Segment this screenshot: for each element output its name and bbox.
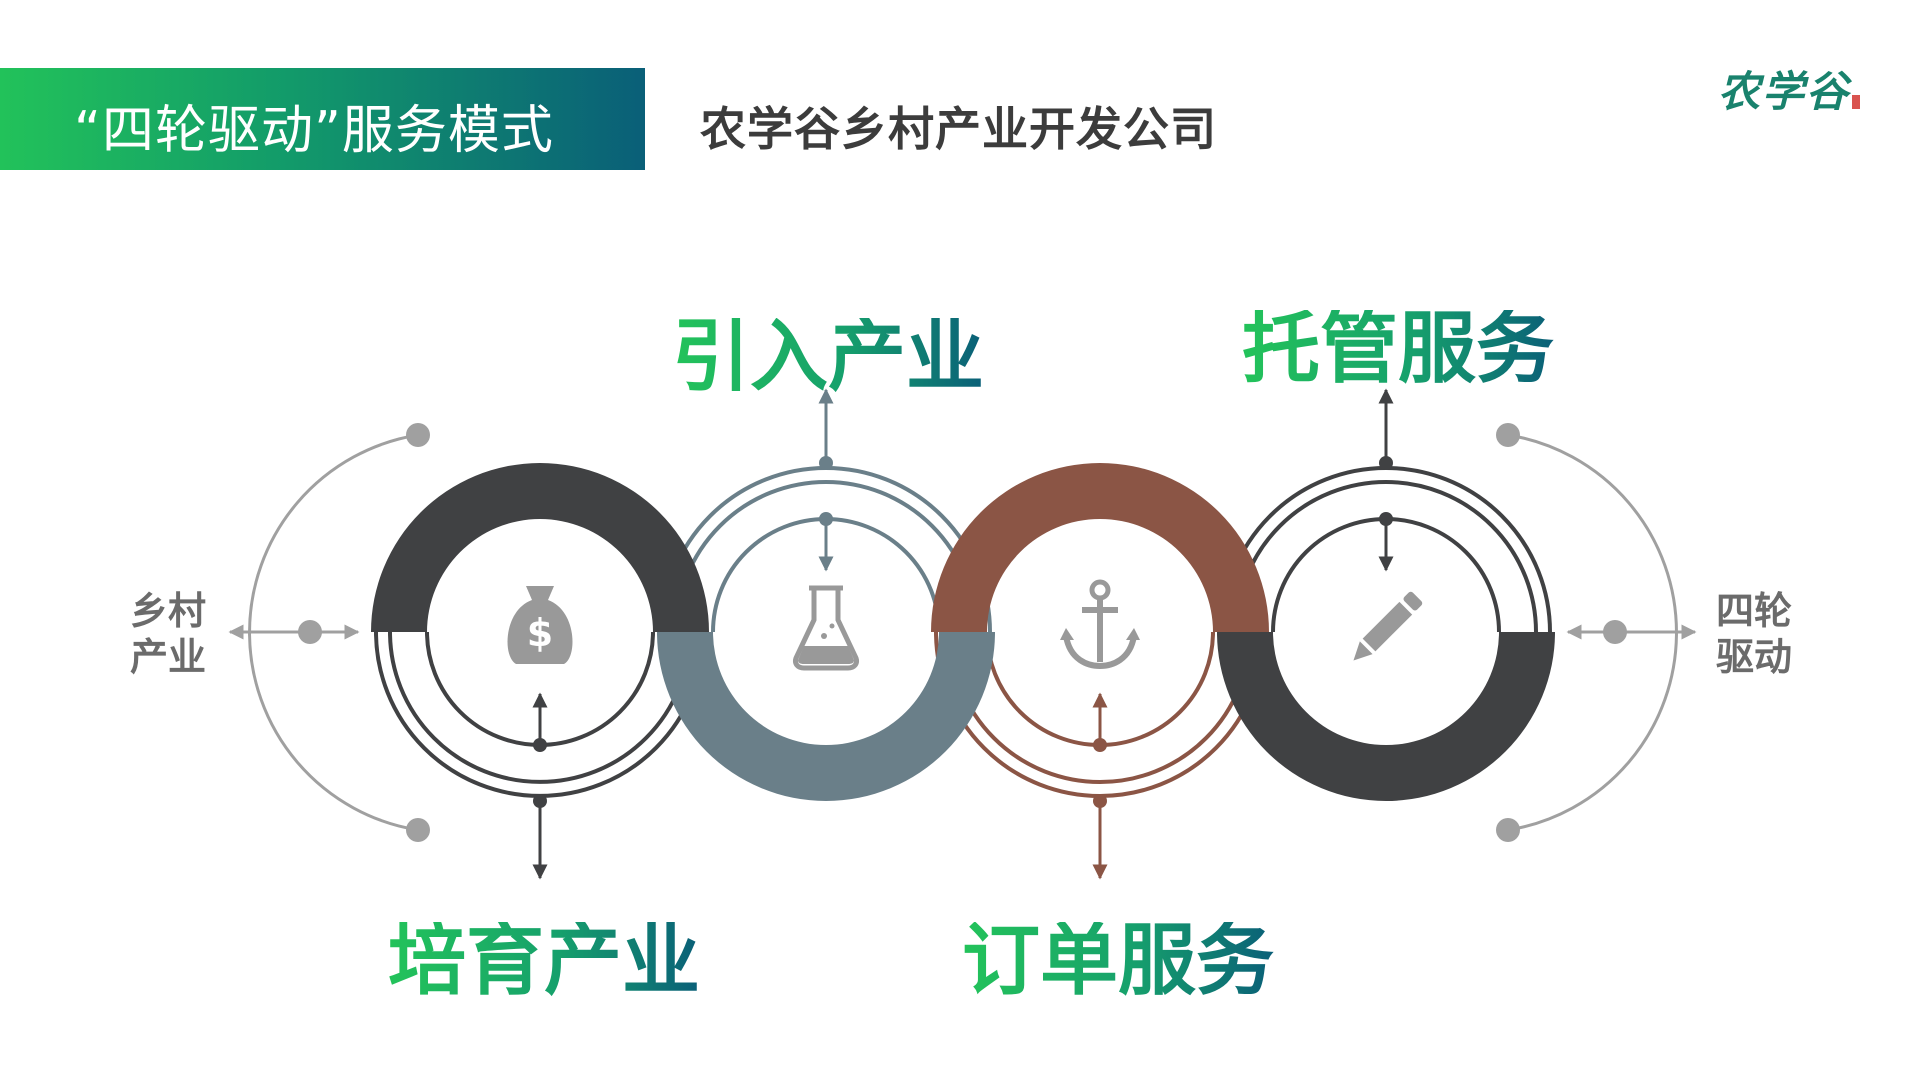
right-bracket: [1496, 423, 1697, 842]
left-bracket: [228, 423, 430, 842]
label-order: 订单服务: [962, 916, 1275, 1006]
band-introduce: [657, 632, 995, 801]
flask-icon: [793, 585, 859, 671]
label-four-line1: 四轮: [1716, 589, 1793, 633]
logo-seal-icon: [1852, 94, 1861, 109]
pencil-icon: [1353, 591, 1423, 661]
label-rural-line1: 乡村: [130, 589, 207, 633]
label-rural-line2: 产业: [130, 635, 207, 679]
label-rural-industry: 乡村 产业: [130, 588, 206, 680]
label-introduce: 引入产业: [672, 312, 985, 402]
money-bag-icon: $: [507, 586, 573, 664]
logo-text: 农学谷: [1718, 67, 1851, 116]
title-banner: “四轮驱动”服务模式: [0, 68, 645, 170]
band-order: [931, 463, 1269, 632]
label-cultivate: 培育产业: [388, 916, 701, 1006]
label-four-line2: 驱动: [1716, 635, 1793, 679]
company-name: 农学谷乡村产业开发公司: [700, 102, 1217, 156]
arrow-order: [1092, 692, 1108, 880]
arrow-cultivate: [532, 692, 548, 880]
svg-text:$: $: [527, 611, 553, 655]
logo: 农学谷: [1718, 58, 1861, 119]
arrow-custody: [1378, 388, 1394, 572]
anchor-icon: [1060, 579, 1140, 670]
band-cultivate: [371, 463, 709, 632]
band-custody: [1217, 632, 1555, 801]
arrow-introduce: [818, 388, 834, 572]
label-custody: 托管服务: [1242, 304, 1555, 394]
page-title: “四轮驱动”服务模式: [74, 101, 554, 161]
label-four-wheel: 四轮 驱动: [1716, 588, 1792, 680]
